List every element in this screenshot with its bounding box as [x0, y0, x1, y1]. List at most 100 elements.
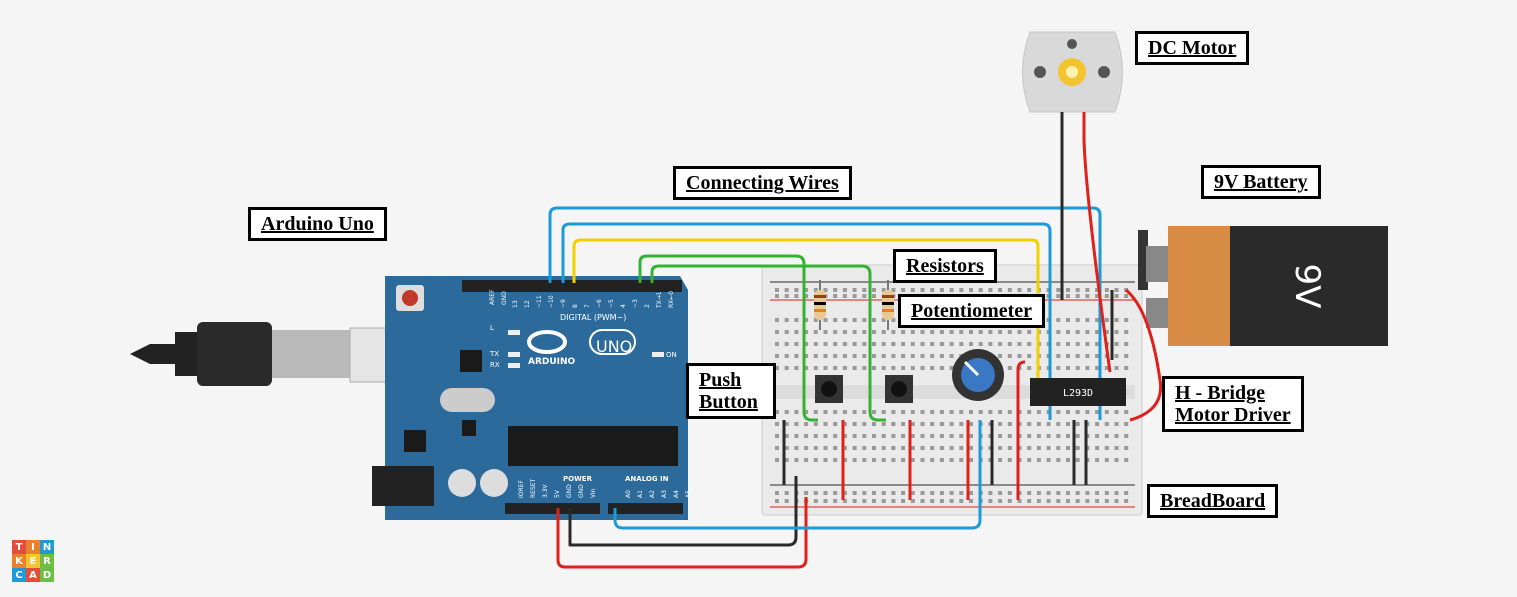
hole	[998, 422, 1003, 426]
hole	[1095, 354, 1100, 358]
hole	[939, 491, 944, 495]
hole	[842, 410, 847, 414]
hole	[842, 366, 847, 370]
hole	[930, 499, 935, 503]
gnd-label: GND	[501, 291, 508, 305]
hole	[1066, 410, 1070, 414]
hole	[1104, 434, 1109, 438]
uno-logo: UNO	[596, 337, 632, 356]
hole	[930, 491, 935, 495]
hole	[1104, 410, 1109, 414]
hole	[891, 288, 896, 292]
hole	[1075, 366, 1080, 370]
hole	[910, 499, 915, 503]
pin-label-bottom: Vin	[590, 488, 597, 498]
hole	[1066, 330, 1070, 334]
hole	[1027, 499, 1032, 503]
pin-label-top: ~6	[596, 299, 603, 308]
hole	[833, 342, 838, 346]
hole	[794, 288, 799, 292]
hole	[872, 342, 876, 346]
l293d-chip: L293D	[1030, 378, 1126, 406]
hole	[1007, 330, 1012, 334]
hole	[872, 491, 876, 495]
hole	[794, 330, 799, 334]
hole	[1027, 446, 1032, 450]
hole	[1124, 330, 1129, 334]
hole	[1017, 354, 1022, 358]
hole	[784, 366, 789, 370]
hole	[1066, 422, 1070, 426]
hole	[1114, 499, 1119, 503]
hole	[949, 422, 954, 426]
hole	[959, 499, 964, 503]
hole	[1036, 422, 1041, 426]
hole	[1075, 330, 1080, 334]
hole	[852, 342, 857, 346]
hole	[939, 288, 944, 292]
hole	[910, 458, 915, 462]
hole	[959, 446, 964, 450]
hole	[775, 318, 779, 322]
hole	[852, 491, 857, 495]
hole	[901, 354, 906, 358]
hole	[891, 499, 896, 503]
hole	[988, 434, 993, 438]
hole	[784, 491, 789, 495]
hole	[1066, 458, 1070, 462]
battery-wire-red	[1125, 288, 1163, 422]
hole	[1007, 458, 1012, 462]
label-resistors: Resistors	[893, 249, 997, 283]
hole	[1066, 366, 1070, 370]
hole	[833, 330, 838, 334]
hole	[920, 499, 925, 503]
hole	[1124, 434, 1129, 438]
aref-label: AREF	[489, 289, 496, 305]
hole	[988, 491, 993, 495]
hole	[794, 318, 799, 322]
pin-label-top: 12	[524, 300, 531, 308]
hole	[784, 410, 789, 414]
hole	[959, 458, 964, 462]
hole	[1046, 458, 1051, 462]
hole	[842, 499, 847, 503]
hole	[1095, 366, 1100, 370]
hole	[813, 318, 818, 322]
label-dc-motor: DC Motor	[1135, 31, 1250, 65]
hole	[998, 458, 1003, 462]
hole	[775, 366, 779, 370]
hole	[794, 294, 799, 298]
hole	[862, 342, 867, 346]
hole	[901, 499, 906, 503]
hole	[833, 288, 838, 292]
hole	[813, 330, 818, 334]
hole	[794, 366, 799, 370]
hole	[959, 410, 964, 414]
hole	[1114, 330, 1119, 334]
hole	[998, 499, 1003, 503]
hole	[775, 354, 779, 358]
hole	[1104, 330, 1109, 334]
hole	[910, 491, 915, 495]
hole	[1036, 434, 1041, 438]
hole	[959, 491, 964, 495]
hole	[881, 288, 886, 292]
hole	[901, 458, 906, 462]
hole	[949, 342, 954, 346]
hole	[1027, 342, 1032, 346]
hole	[1007, 354, 1012, 358]
hole	[1095, 499, 1100, 503]
digital-label: DIGITAL (PWM~)	[560, 313, 626, 322]
hole	[852, 499, 857, 503]
hole	[833, 491, 838, 495]
hole	[1124, 446, 1129, 450]
hole	[978, 330, 983, 334]
hole	[998, 330, 1003, 334]
hole	[842, 434, 847, 438]
hole	[784, 354, 789, 358]
hole	[1095, 330, 1100, 334]
hole	[1124, 294, 1129, 298]
hole	[910, 446, 915, 450]
hole	[872, 294, 876, 298]
hole	[949, 410, 954, 414]
